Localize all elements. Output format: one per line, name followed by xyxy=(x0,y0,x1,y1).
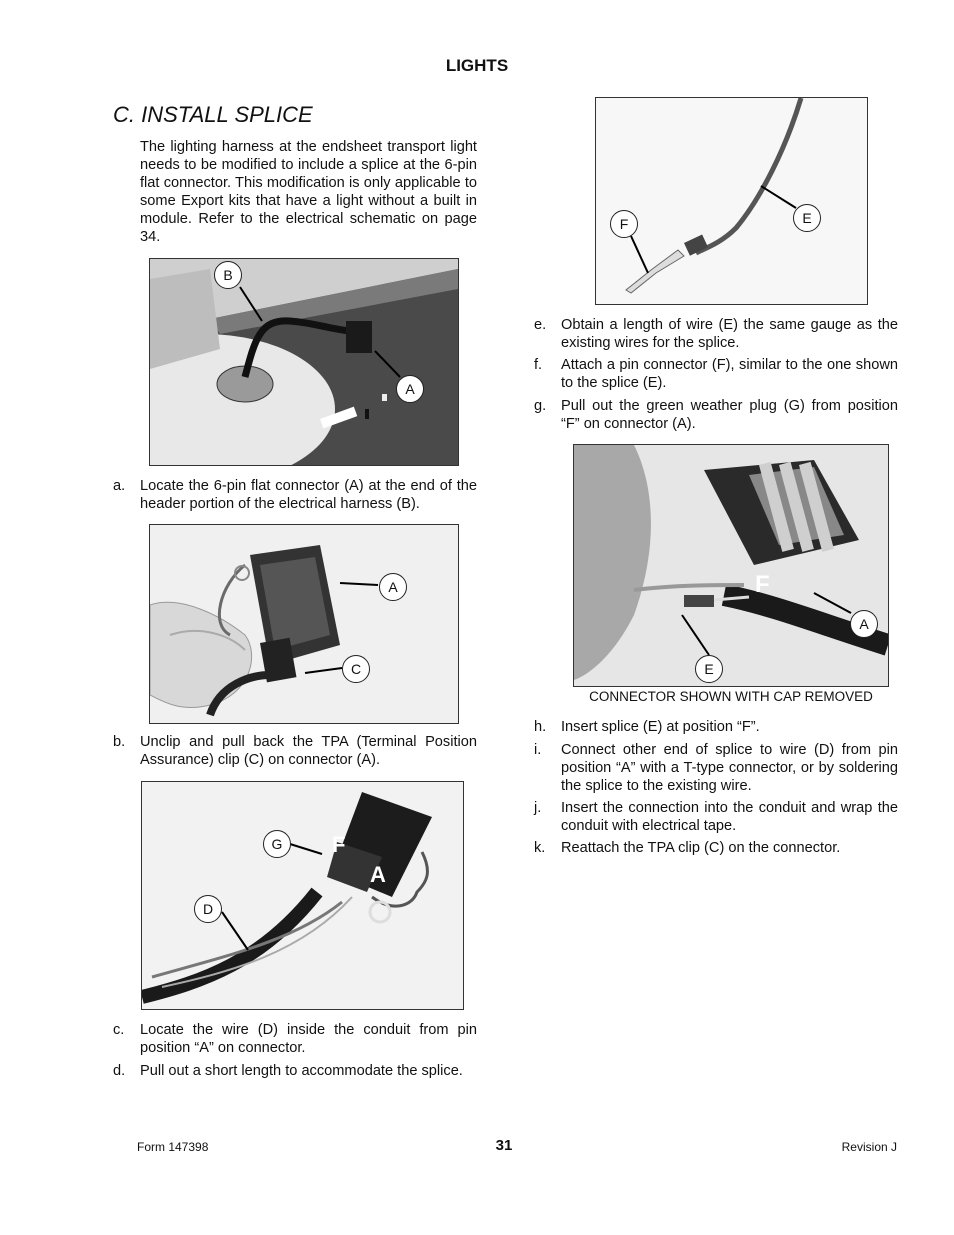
callout-e: E xyxy=(695,655,723,683)
step-d: d. Pull out a short length to accommodat… xyxy=(113,1062,477,1080)
step-letter: h. xyxy=(534,719,547,735)
intro-paragraph: The lighting harness at the endsheet tra… xyxy=(140,139,477,245)
step-text: Locate the 6-pin flat connector (A) at t… xyxy=(140,478,477,512)
callout-d: D xyxy=(194,895,222,923)
step-text: Obtain a length of wire (E) the same gau… xyxy=(561,317,898,351)
step-letter: b. xyxy=(113,734,126,750)
figure-caption: CONNECTOR SHOWN WITH CAP REMOVED xyxy=(589,689,873,704)
page-header: LIGHTS xyxy=(445,56,509,75)
callout-a: A xyxy=(396,375,424,403)
step-text: Pull out a short length to accommodate t… xyxy=(140,1063,463,1079)
callout-c: C xyxy=(342,655,370,683)
callout-b: B xyxy=(214,261,242,289)
step-text: Unclip and pull back the TPA (Terminal P… xyxy=(140,734,477,768)
step-text: Reattach the TPA clip (C) on the connect… xyxy=(561,840,841,856)
step-letter: a. xyxy=(113,478,126,494)
pin-label-a: A xyxy=(370,862,386,887)
figure-connector-header: B A xyxy=(149,258,459,466)
callout-f: F xyxy=(610,210,638,238)
pin-label-f: F xyxy=(332,832,346,857)
step-letter: f. xyxy=(534,357,543,373)
figure-tpa-clip: A C xyxy=(149,524,459,724)
callout-a: A xyxy=(850,610,878,638)
figure-connector-cap-removed: A E F xyxy=(573,444,889,687)
step-a: a. Locate the 6-pin flat connector (A) a… xyxy=(113,477,477,513)
callout-a: A xyxy=(379,573,407,601)
step-h: h. Insert splice (E) at position “F”. xyxy=(534,718,898,736)
step-text: Locate the wire (D) inside the conduit f… xyxy=(140,1022,477,1056)
step-letter: d. xyxy=(113,1063,126,1079)
footer-form-number: Form 147398 xyxy=(137,1140,209,1154)
pin-label-f: F xyxy=(755,571,770,598)
step-k: k. Reattach the TPA clip (C) on the conn… xyxy=(534,839,898,857)
step-text: Insert splice (E) at position “F”. xyxy=(561,719,760,735)
step-b: b. Unclip and pull back the TPA (Termina… xyxy=(113,733,477,769)
step-i: i. Connect other end of splice to wire (… xyxy=(534,741,898,795)
callout-e: E xyxy=(793,204,821,232)
step-text: Insert the connection into the conduit a… xyxy=(561,800,898,834)
step-letter: k. xyxy=(534,840,546,856)
page-number: 31 xyxy=(495,1137,513,1154)
section-title: C. INSTALL SPLICE xyxy=(113,102,313,127)
callout-g: G xyxy=(263,830,291,858)
step-letter: e. xyxy=(534,317,547,333)
step-g: g. Pull out the green weather plug (G) f… xyxy=(534,397,898,433)
footer-revision: Revision J xyxy=(841,1140,897,1154)
step-f: f. Attach a pin connector (F), similar t… xyxy=(534,356,898,392)
step-letter: j. xyxy=(534,800,542,816)
step-text: Attach a pin connector (F), similar to t… xyxy=(561,357,898,391)
figure-splice-wire: F E xyxy=(595,97,868,305)
step-letter: g. xyxy=(534,398,547,414)
step-text: Connect other end of splice to wire (D) … xyxy=(561,742,898,794)
step-j: j. Insert the connection into the condui… xyxy=(534,799,898,835)
step-e: e. Obtain a length of wire (E) the same … xyxy=(534,316,898,352)
step-text: Pull out the green weather plug (G) from… xyxy=(561,398,898,432)
step-letter: i. xyxy=(534,742,542,758)
step-c: c. Locate the wire (D) inside the condui… xyxy=(113,1021,477,1057)
step-letter: c. xyxy=(113,1022,125,1038)
figure-weather-plug: G D F A xyxy=(141,781,464,1010)
